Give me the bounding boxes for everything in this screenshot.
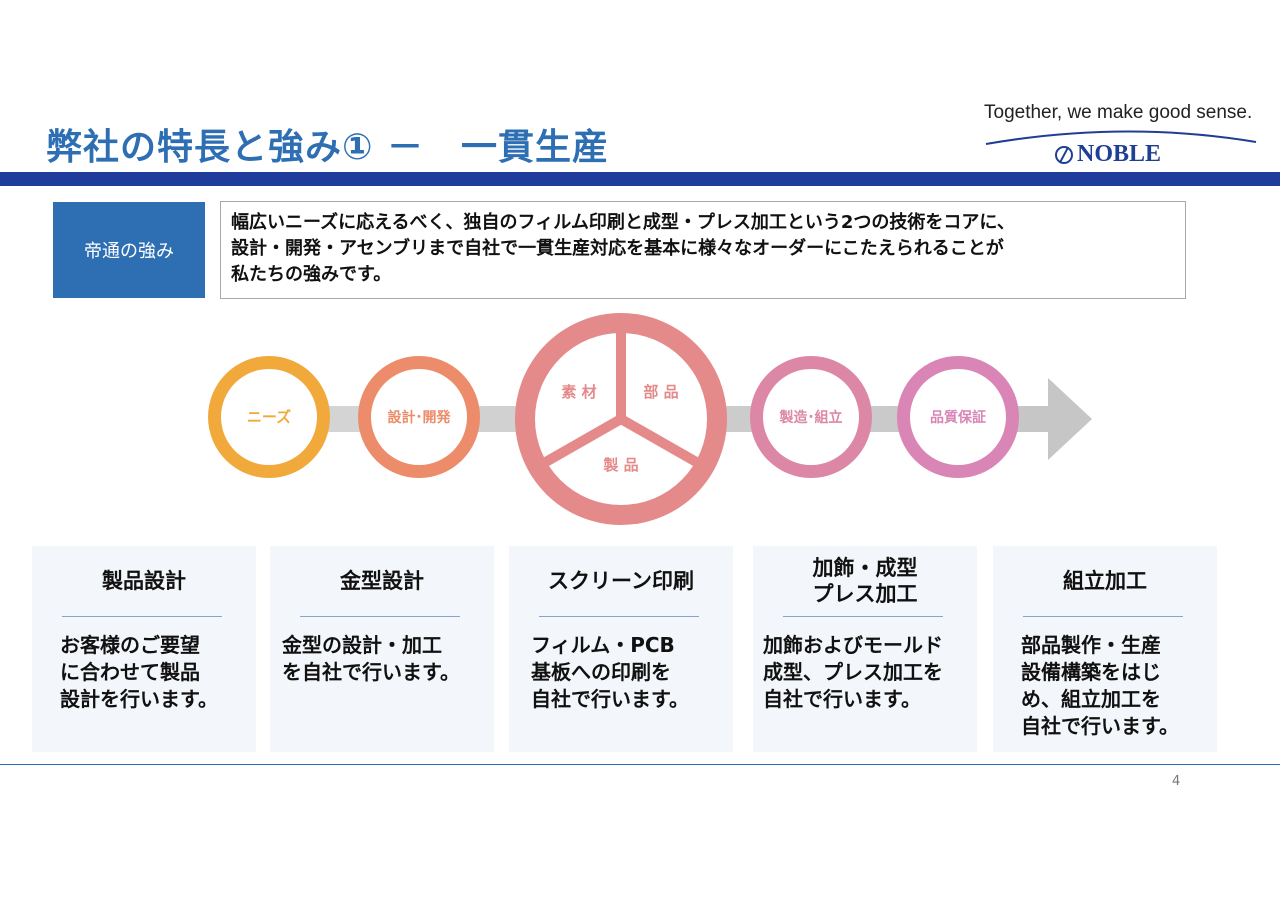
logo-swoosh-icon: [985, 130, 1257, 145]
strength-label: 帝通の強み: [53, 202, 205, 298]
strength-line: 幅広いニーズに応えるべく、独自のフィルム印刷と成型・プレス加工という2つの技術を…: [231, 212, 1015, 233]
card-decoration-molding: 加飾・成型 プレス加工 加飾およびモールド 成型、プレス加工を 自社で行います。: [753, 546, 977, 752]
flow-step-quality: 品質保証: [897, 356, 1019, 478]
card-title: 加飾・成型 プレス加工: [812, 556, 918, 606]
svg-text:品質保証: 品質保証: [930, 409, 986, 426]
center-parts-label: 部 品: [643, 383, 678, 401]
header-bar: [0, 172, 1280, 186]
card-divider: [1023, 616, 1183, 617]
card-title: 組立加工: [1063, 569, 1147, 593]
flow-step-needs: ニーズ: [208, 356, 330, 478]
logo-tagline: Together, we make good sense.: [984, 102, 1253, 123]
svg-text:設計･開発: 設計･開発: [388, 409, 452, 426]
card-title: 金型設計: [340, 569, 424, 593]
svg-text:製造･組立: 製造･組立: [779, 409, 843, 426]
card-divider: [539, 616, 699, 617]
card-title: 製品設計: [102, 569, 186, 593]
card-divider: [62, 616, 222, 617]
strength-line: 設計・開発・アセンブリまで自社で一貫生産対応を基本に様々なオーダーにこたえられる…: [231, 238, 1004, 259]
center-material-label: 素 材: [561, 383, 596, 401]
card-body: 部品製作・生産 設備構築をはじ め、組立加工を 自社で行います。: [1021, 633, 1179, 738]
center-product-label: 製 品: [602, 456, 638, 474]
svg-text:ニーズ: ニーズ: [247, 408, 291, 426]
strength-description: 幅広いニーズに応えるべく、独自のフィルム印刷と成型・プレス加工という2つの技術を…: [220, 201, 1186, 299]
process-flow-diagram: ニーズ 設計･開発 素 材 部 品 製 品 製造･組立 品質保証: [208, 313, 1092, 525]
page-title: 弊社の特長と強み① － 一貫生産: [46, 127, 610, 168]
company-logo: NOBLE: [1055, 141, 1161, 168]
card-title: スクリーン印刷: [548, 569, 694, 593]
strength-line: 私たちの強みです。: [231, 264, 392, 285]
card-product-design: 製品設計 お客様のご要望 に合わせて製品 設計を行います。: [32, 546, 256, 752]
card-body: フィルム・PCB 基板への印刷を 自社で行います。: [531, 633, 689, 711]
flow-step-design: 設計･開発: [358, 356, 480, 478]
card-mold-design: 金型設計 金型の設計・加工 を自社で行います。: [270, 546, 494, 752]
flow-step-center: 素 材 部 品 製 品: [515, 313, 727, 525]
card-screen-printing: スクリーン印刷 フィルム・PCB 基板への印刷を 自社で行います。: [509, 546, 733, 752]
card-body: お客様のご要望 に合わせて製品 設計を行います。: [60, 633, 218, 711]
noble-mark-icon: [1055, 145, 1073, 164]
logo-text: NOBLE: [1077, 141, 1162, 167]
card-body: 加飾およびモールド 成型、プレス加工を 自社で行います。: [763, 633, 943, 711]
card-divider: [783, 616, 943, 617]
footer-divider: [0, 764, 1280, 765]
flow-step-manufacture: 製造･組立: [750, 356, 872, 478]
page-number: 4: [1172, 774, 1181, 789]
card-divider: [300, 616, 460, 617]
card-assembly: 組立加工 部品製作・生産 設備構築をはじ め、組立加工を 自社で行います。: [993, 546, 1217, 752]
card-body: 金型の設計・加工 を自社で行います。: [282, 633, 460, 684]
